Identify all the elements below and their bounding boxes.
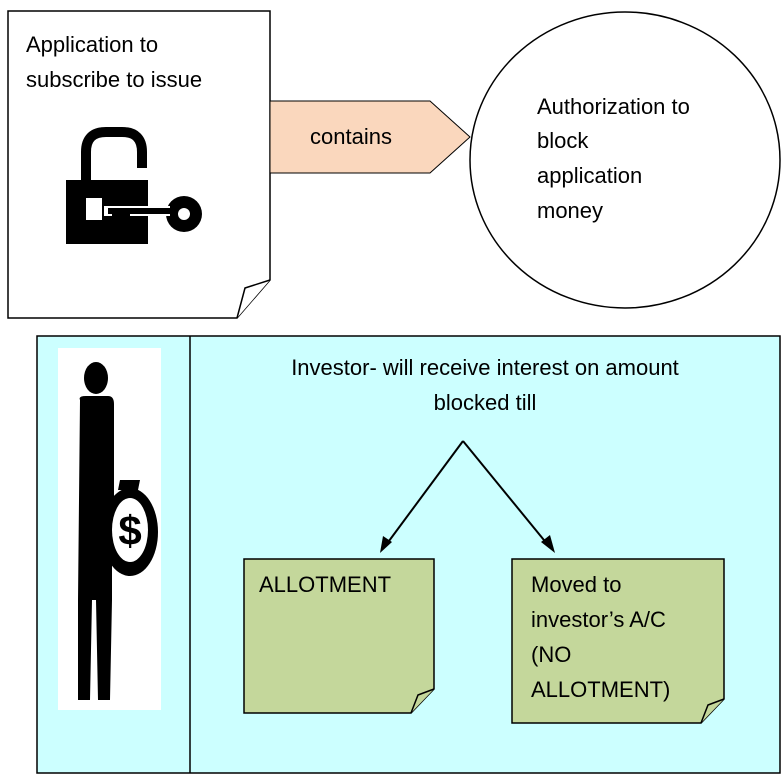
investor-header-line1: Investor- will receive interest on amoun… <box>291 355 679 380</box>
arrow-to-allotment <box>385 440 464 546</box>
circle-label-line2: block <box>537 128 589 153</box>
moved-note-fold <box>700 698 725 724</box>
document-label-line2: subscribe to issue <box>26 67 203 92</box>
moved-note-line4: ALLOTMENT) <box>531 677 671 702</box>
allotment-note-fold <box>410 688 435 714</box>
investor-header-line2: blocked till <box>433 390 537 415</box>
circle-label-line1: Authorization to <box>537 94 690 119</box>
svg-text:$: $ <box>118 507 141 554</box>
moved-note-line1: Moved to <box>531 572 622 597</box>
investor-with-money-bag-icon: $ <box>78 362 158 700</box>
contains-label: contains <box>310 124 392 149</box>
moved-note-line2: investor’s A/C <box>531 607 666 632</box>
circle-label-line3: application <box>537 163 643 188</box>
authorization-circle <box>469 11 781 309</box>
arrow-to-moved <box>462 440 549 546</box>
allotment-note-label: ALLOTMENT <box>259 572 392 597</box>
moved-note-line3: (NO <box>531 642 572 667</box>
circle-label-line4: money <box>537 198 604 223</box>
contains-arrow-shape <box>269 100 471 174</box>
arrow-to-allotment-head <box>380 536 392 553</box>
arrow-to-moved-head <box>541 535 555 553</box>
padlock-with-key-icon <box>66 127 202 244</box>
document-label-line1: Application to <box>26 32 159 57</box>
document-fold-corner <box>236 279 271 319</box>
